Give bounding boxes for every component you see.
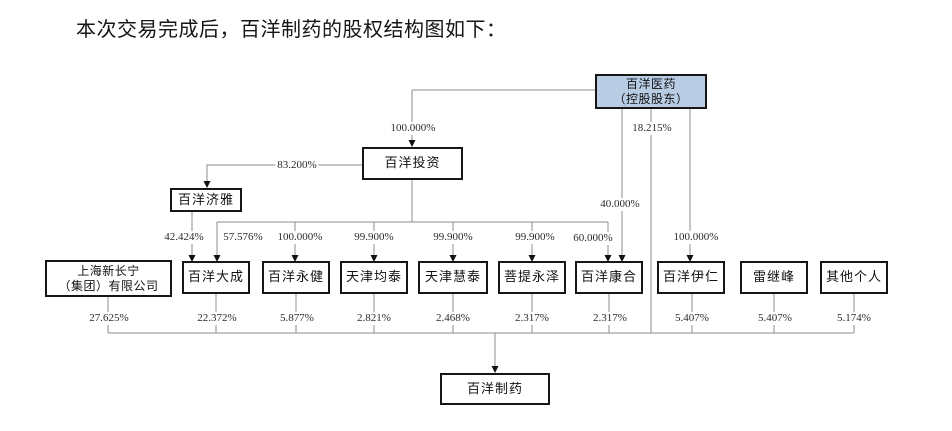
node-shanghai-xinchangning-line2: （集团）有限公司 [58, 278, 159, 293]
pct-huitai-to-zhiyao: 2.468% [434, 312, 472, 325]
pct-touzi-to-kanghe: 60.000% [571, 232, 615, 245]
node-baiyang-yiyao: 百洋医药 （控股股东） [595, 74, 707, 109]
node-baiyang-dacheng: 百洋大成 [182, 261, 250, 294]
pct-yongze-to-zhiyao: 2.317% [513, 312, 551, 325]
node-baiyang-yongjian: 百洋永健 [262, 261, 330, 294]
node-tianjin-juntai: 天津均泰 [340, 261, 408, 294]
pct-dacheng-to-zhiyao: 22.372% [195, 312, 239, 325]
node-lei-jifeng: 雷继峰 [740, 261, 808, 294]
pct-yongjian-to-zhiyao: 5.877% [278, 312, 316, 325]
node-baiyang-yiren: 百洋伊仁 [657, 261, 725, 294]
page-title: 本次交易完成后，百洋制药的股权结构图如下： [76, 19, 507, 41]
pct-xinchangning-to-zhiyao: 27.625% [87, 312, 131, 325]
node-tianjin-huitai: 天津慧泰 [418, 261, 488, 294]
pct-touzi-to-dacheng: 57.576% [221, 231, 265, 244]
node-baiyang-zhiyao: 百洋制药 [440, 373, 550, 405]
pct-touzi-to-juntai: 99.900% [352, 231, 396, 244]
pct-yiyao-to-touzi: 100.000% [388, 122, 438, 135]
pct-touzi-to-yongjian: 100.000% [275, 231, 325, 244]
pct-yiren-to-zhiyao: 5.407% [673, 312, 711, 325]
pct-touzi-to-yongze: 99.900% [513, 231, 557, 244]
pct-leijifeng-to-zhiyao: 5.407% [756, 312, 794, 325]
node-baiyang-yiyao-line2: （控股股东） [613, 91, 689, 106]
pct-touzi-to-huitai: 99.900% [431, 231, 475, 244]
node-baiyang-touzi: 百洋投资 [362, 147, 463, 180]
node-baiyang-jiya: 百洋济雅 [170, 188, 242, 212]
node-qita-geren: 其他个人 [820, 261, 888, 294]
pct-yiyao-to-kanghe: 40.000% [598, 198, 642, 211]
node-shanghai-xinchangning: 上海新长宁 （集团）有限公司 [45, 260, 172, 297]
node-baiyang-yiyao-line1: 百洋医药 [625, 76, 676, 91]
pct-touzi-to-jiya: 83.200% [275, 159, 319, 172]
node-shanghai-xinchangning-line1: 上海新长宁 [77, 263, 140, 278]
pct-juntai-to-zhiyao: 2.821% [355, 312, 393, 325]
node-puti-yongze: 菩提永泽 [498, 261, 566, 294]
node-baiyang-kanghe: 百洋康合 [575, 261, 643, 294]
pct-yiyao-to-zhiyao: 18.215% [630, 122, 674, 135]
pct-jiya-to-dacheng: 42.424% [162, 231, 206, 244]
pct-yiyao-to-yiren: 100.000% [671, 231, 721, 244]
pct-kanghe-to-zhiyao: 2.317% [591, 312, 629, 325]
pct-qitageren-to-zhiyao: 5.174% [835, 312, 873, 325]
